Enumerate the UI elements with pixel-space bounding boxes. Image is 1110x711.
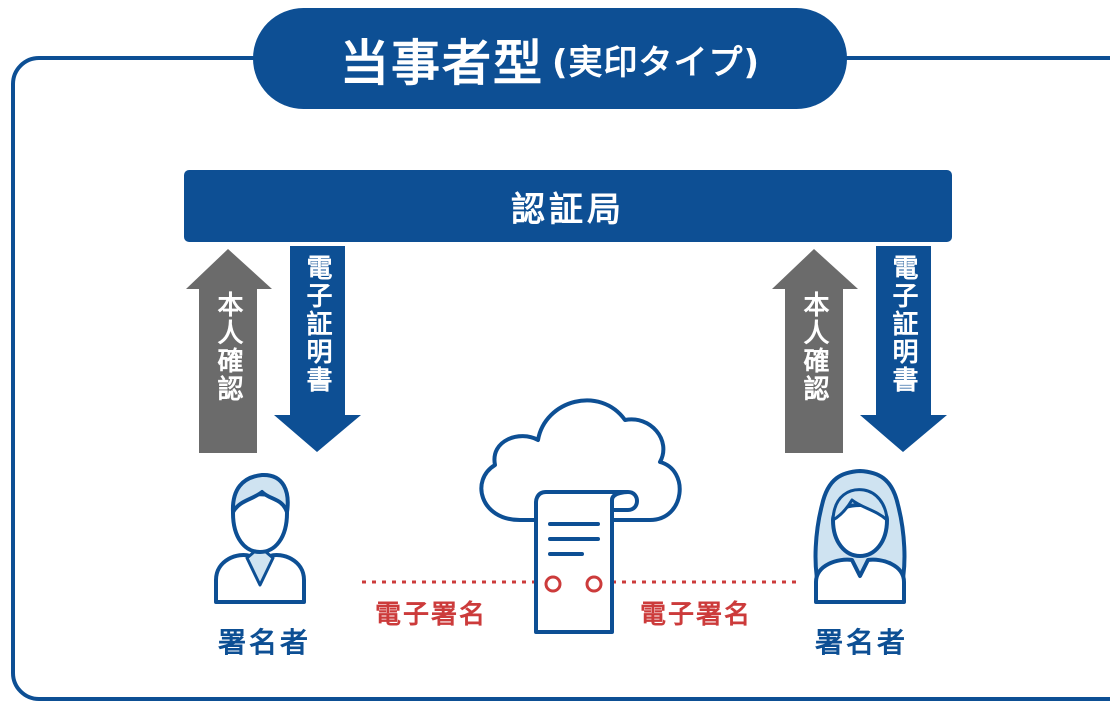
right-signer-icon [813, 469, 907, 604]
right-identity-arrow-label: 本人確認 [799, 291, 829, 403]
left-identity-arrow-label: 本人確認 [213, 291, 243, 403]
right-signer-label: 署名者 [815, 626, 909, 659]
title-main: 当事者型 [339, 35, 544, 92]
left-identity-arrow [186, 249, 272, 453]
left-seal-icon [544, 575, 562, 593]
left-certificate-arrow-label: 電子証明書 [302, 254, 332, 394]
left-certificate-arrow [274, 246, 361, 452]
right-certificate-arrow [860, 246, 947, 452]
right-certificate-arrow-label: 電子証明書 [888, 254, 918, 394]
document-icon [534, 490, 639, 634]
right-signature-label: 電子署名 [640, 600, 753, 630]
right-identity-arrow [772, 249, 858, 453]
certificate-authority-label: 認証局 [511, 189, 625, 230]
title-sub: (実印タイプ) [551, 43, 761, 83]
certificate-authority-bar: 認証局 [184, 170, 952, 242]
left-signer-icon [214, 472, 306, 604]
left-signer-label: 署名者 [218, 626, 312, 659]
title-pill: 当事者型 (実印タイプ) [253, 8, 847, 109]
right-seal-icon [585, 575, 603, 593]
left-signature-label: 電子署名 [375, 600, 488, 630]
cloud-icon [479, 398, 682, 522]
